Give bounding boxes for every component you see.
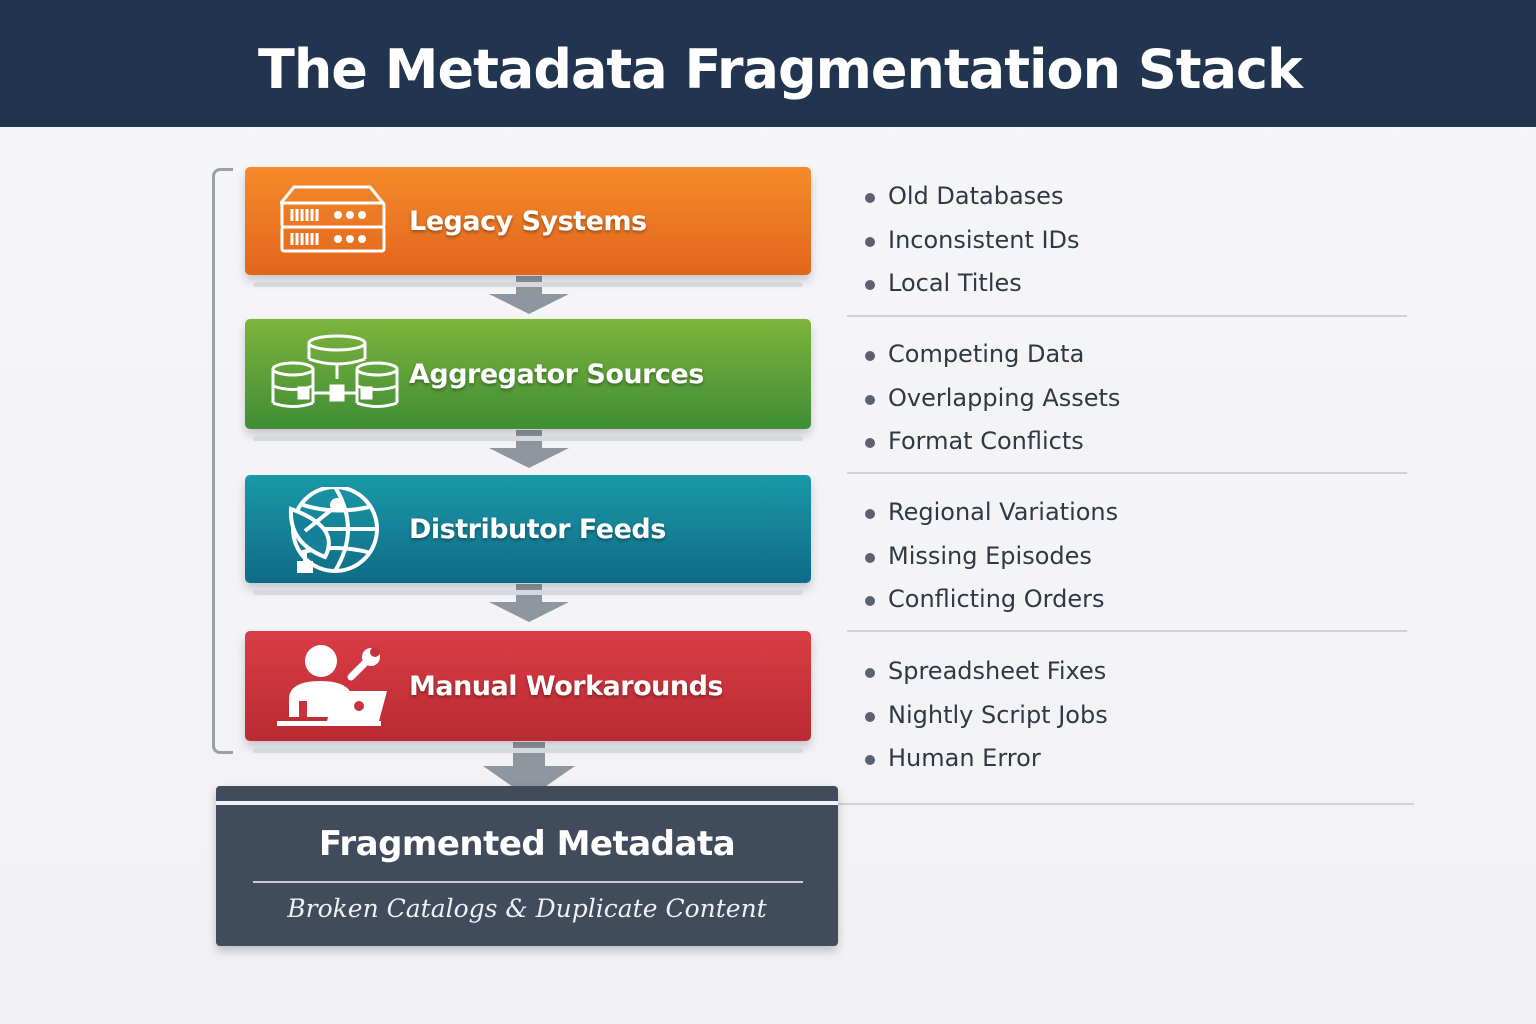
- person-laptop-wrench-icon: [277, 645, 387, 726]
- details-manual-workarounds: Spreadsheet Fixes Nightly Script Jobs Hu…: [865, 650, 1108, 781]
- list-item: Regional Variations: [865, 491, 1118, 535]
- layer-aggregator-sources: Aggregator Sources: [245, 319, 811, 441]
- list-item: Spreadsheet Fixes: [865, 650, 1108, 694]
- list-item: Inconsistent IDs: [865, 219, 1080, 263]
- result-band: [216, 801, 838, 805]
- stack-bracket: [212, 168, 233, 754]
- list-item: Conflicting Orders: [865, 578, 1118, 622]
- divider: [847, 630, 1407, 632]
- server-rack-icon: [280, 185, 386, 253]
- layer-legacy-systems: Legacy Systems: [245, 167, 811, 287]
- list-item: Missing Episodes: [865, 535, 1118, 579]
- result-divider: [253, 881, 803, 883]
- layer-distributor-feeds: Distributor Feeds: [245, 475, 811, 595]
- layer-label: Legacy Systems: [409, 205, 647, 237]
- connected-databases-icon: [271, 334, 399, 408]
- layer-label: Distributor Feeds: [409, 513, 666, 545]
- list-item: Nightly Script Jobs: [865, 694, 1108, 738]
- layer-label: Manual Workarounds: [409, 670, 723, 702]
- divider: [838, 803, 1414, 805]
- list-item: Competing Data: [865, 333, 1120, 377]
- header-bar: The Metadata Fragmentation Stack: [0, 0, 1536, 127]
- details-aggregator-sources: Competing Data Overlapping Assets Format…: [865, 333, 1120, 464]
- result-title: Fragmented Metadata: [318, 824, 736, 864]
- details-distributor-feeds: Regional Variations Missing Episodes Con…: [865, 491, 1118, 622]
- list-item: Format Conflicts: [865, 420, 1120, 464]
- page-title: The Metadata Fragmentation Stack: [258, 38, 1303, 101]
- layer-manual-workarounds: Manual Workarounds: [245, 631, 811, 753]
- satellite-dish-globe-icon: [288, 487, 379, 573]
- layer-label: Aggregator Sources: [409, 358, 704, 390]
- divider: [847, 315, 1407, 317]
- divider: [847, 472, 1407, 474]
- details-legacy-systems: Old Databases Inconsistent IDs Local Tit…: [865, 175, 1080, 306]
- result-box: Fragmented Metadata Broken Catalogs & Du…: [216, 786, 838, 946]
- result-subtitle: Broken Catalogs & Duplicate Content: [287, 894, 767, 923]
- list-item: Local Titles: [865, 262, 1080, 306]
- list-item: Old Databases: [865, 175, 1080, 219]
- list-item: Overlapping Assets: [865, 377, 1120, 421]
- list-item: Human Error: [865, 737, 1108, 781]
- down-arrow-4: [483, 742, 575, 798]
